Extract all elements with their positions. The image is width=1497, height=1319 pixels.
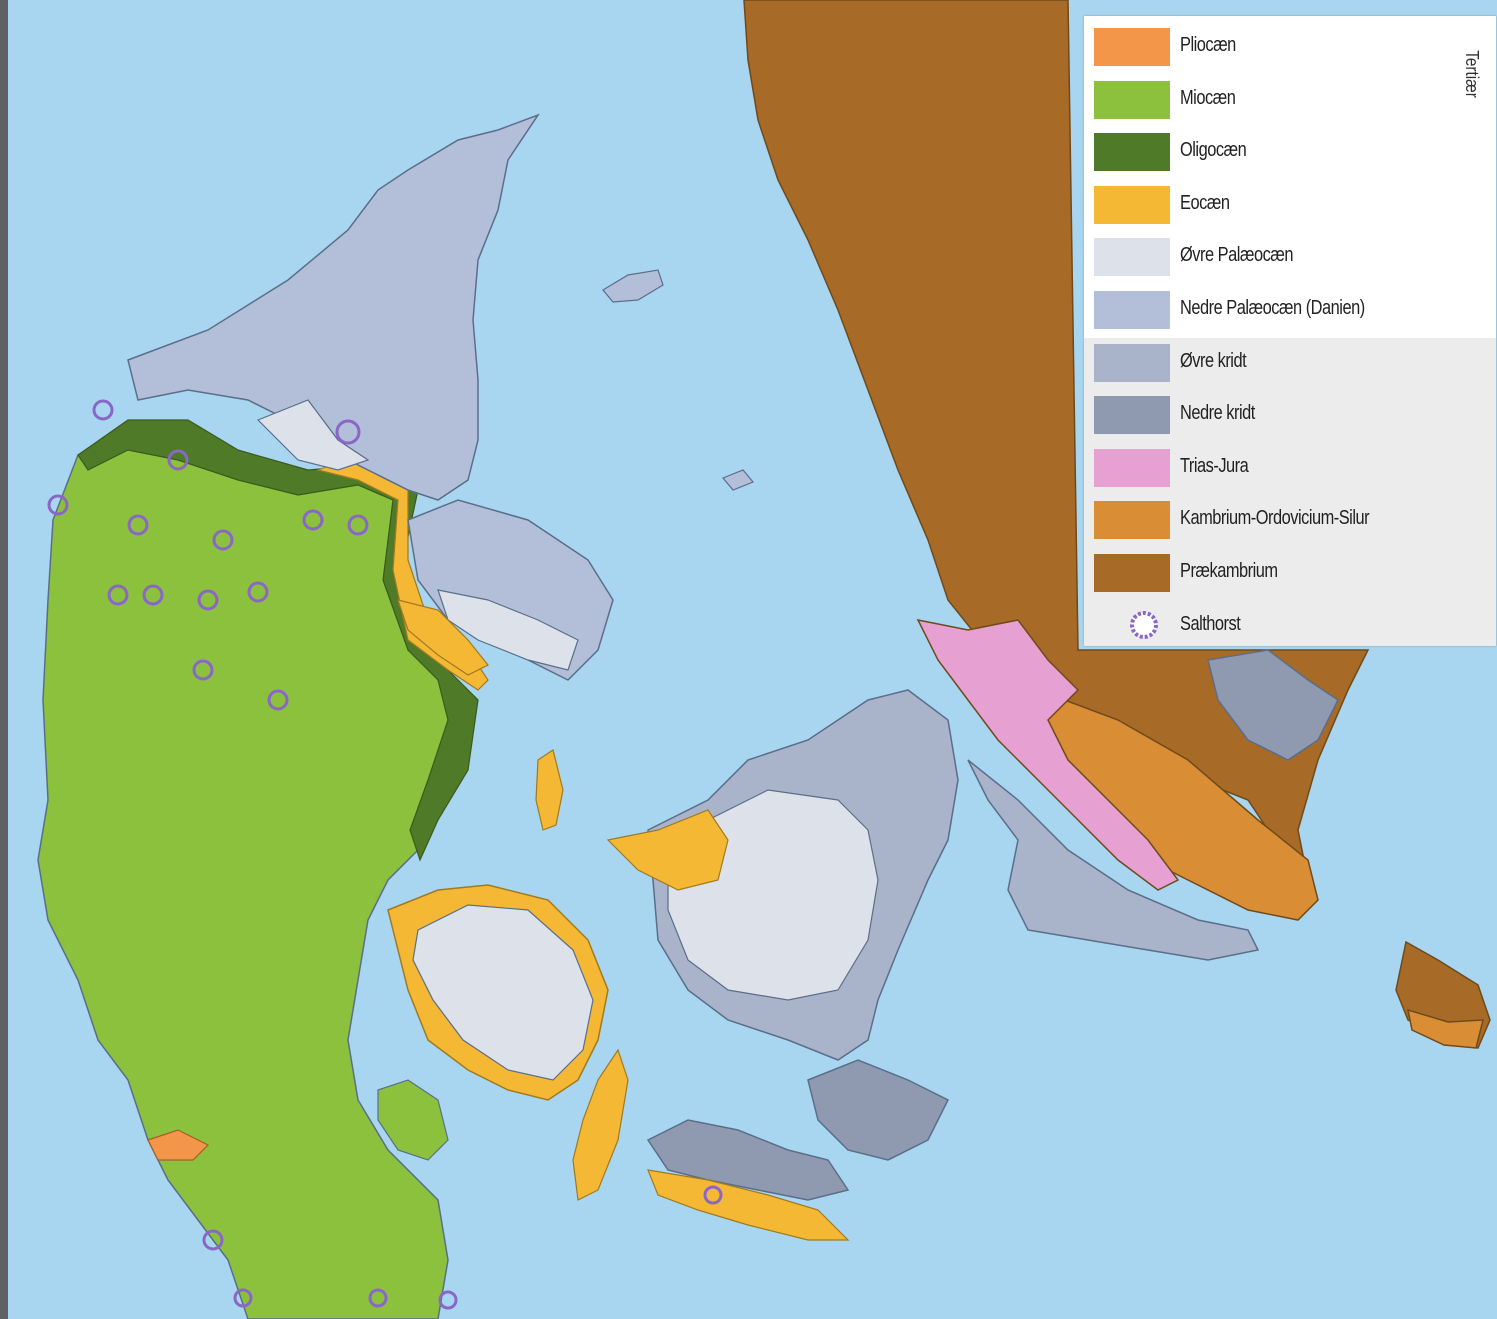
legend-item: Trias-Jura: [1094, 445, 1474, 489]
legend-label: Miocæn: [1180, 86, 1236, 109]
legend-label: Salthorst: [1180, 612, 1241, 635]
legend-item: Nedre Palæocæn (Danien): [1094, 287, 1474, 331]
legend-item: Miocæn: [1094, 77, 1474, 121]
legend-item: Eocæn: [1094, 182, 1474, 226]
legend-label: Øvre Palæocæn: [1180, 244, 1294, 267]
region-vendsyssel-upper-paleocene: [256, 399, 370, 471]
region-laeso: [602, 269, 664, 303]
salt-dome-icon: [302, 509, 324, 531]
salt-dome-icon: [212, 529, 234, 551]
salt-dome-icon: [703, 1185, 723, 1205]
region-zealand-eocene: [606, 809, 729, 891]
legend-label: Kambrium-Ordovicium-Silur: [1180, 507, 1370, 530]
legend-item: Oligocæn: [1094, 129, 1474, 173]
region-djursland-eocene: [397, 599, 489, 676]
region-djursland-upper: [437, 589, 579, 671]
legend-label: Trias-Jura: [1180, 454, 1249, 477]
salt-domes: [47, 399, 723, 1310]
region-falster: [807, 1059, 950, 1161]
region-langeland: [572, 1048, 629, 1201]
region-sweden-cretaceous-east: [1207, 649, 1339, 761]
salt-dome-icon: [267, 689, 289, 711]
legend-swatch: [1094, 554, 1170, 592]
legend-label: Eocæn: [1180, 191, 1230, 214]
legend-group-label: Tertiær: [1462, 50, 1482, 98]
salt-dome-icon: [347, 514, 369, 536]
salt-dome-icon: [233, 1288, 253, 1308]
legend-swatch: [1094, 185, 1170, 224]
salt-dome-icon: [335, 419, 361, 445]
legend-swatch: [1094, 396, 1170, 435]
region-funen-upper-paleocene: [412, 904, 594, 1081]
region-lolland-eocene: [647, 1169, 850, 1241]
salt-dome-icon: [438, 1290, 458, 1310]
legend-item: Øvre Palæocæn: [1094, 234, 1474, 278]
region-jutland-eocene: [315, 454, 489, 691]
region-bornholm-south: [1407, 1008, 1484, 1049]
salt-dome-icon: [192, 659, 214, 681]
salt-dome-icon: [142, 584, 164, 606]
salt-dome-icon: [127, 514, 149, 536]
legend-swatch: [1094, 291, 1170, 329]
legend-swatch: [1094, 133, 1170, 172]
salt-dome-icon: [92, 399, 114, 421]
legend-label: Øvre kridt: [1180, 349, 1247, 372]
legend-swatch: [1094, 80, 1170, 119]
legend-label: Pliocæn: [1180, 34, 1236, 56]
legend-label: Nedre kridt: [1180, 402, 1255, 425]
salt-dome-icon: [197, 589, 219, 611]
region-als: [377, 1079, 449, 1161]
legend-item: Kambrium-Ordovicium-Silur: [1094, 497, 1474, 541]
region-sweden-cretaceous: [967, 759, 1260, 961]
salt-dome-icon: [47, 494, 69, 516]
region-anholt: [722, 469, 754, 491]
legend-label: Prækambrium: [1180, 560, 1278, 582]
legend-swatch: [1094, 501, 1170, 540]
salt-dome-icon: [107, 584, 129, 606]
legend-swatch: [1094, 238, 1170, 277]
legend-label: Oligocæn: [1180, 139, 1247, 162]
region-samso: [535, 749, 564, 831]
legend-item: Prækambrium: [1094, 550, 1474, 594]
salt-dome-icon: [247, 581, 269, 603]
region-pliocene-patch: [147, 1129, 210, 1161]
legend-item: Nedre kridt: [1094, 392, 1474, 436]
salt-dome-icon: [167, 449, 189, 471]
region-sweden-triassic: [916, 618, 1180, 891]
salt-dome-icon: [368, 1288, 388, 1308]
legend-item: Pliocæn: [1094, 24, 1474, 68]
salt-dome-icon: [1130, 610, 1158, 639]
legend-swatch: [1094, 28, 1170, 66]
legend-item: Salthorst: [1094, 603, 1474, 647]
legend-item: Øvre kridt: [1094, 340, 1474, 384]
legend-label: Nedre Palæocæn (Danien): [1180, 297, 1365, 319]
legend-lower-panel: [1084, 338, 1496, 646]
salt-dome-icon: [202, 1229, 224, 1251]
legend-swatch: [1094, 343, 1170, 382]
legend-swatch: [1094, 448, 1170, 487]
region-lolland: [646, 1119, 850, 1201]
